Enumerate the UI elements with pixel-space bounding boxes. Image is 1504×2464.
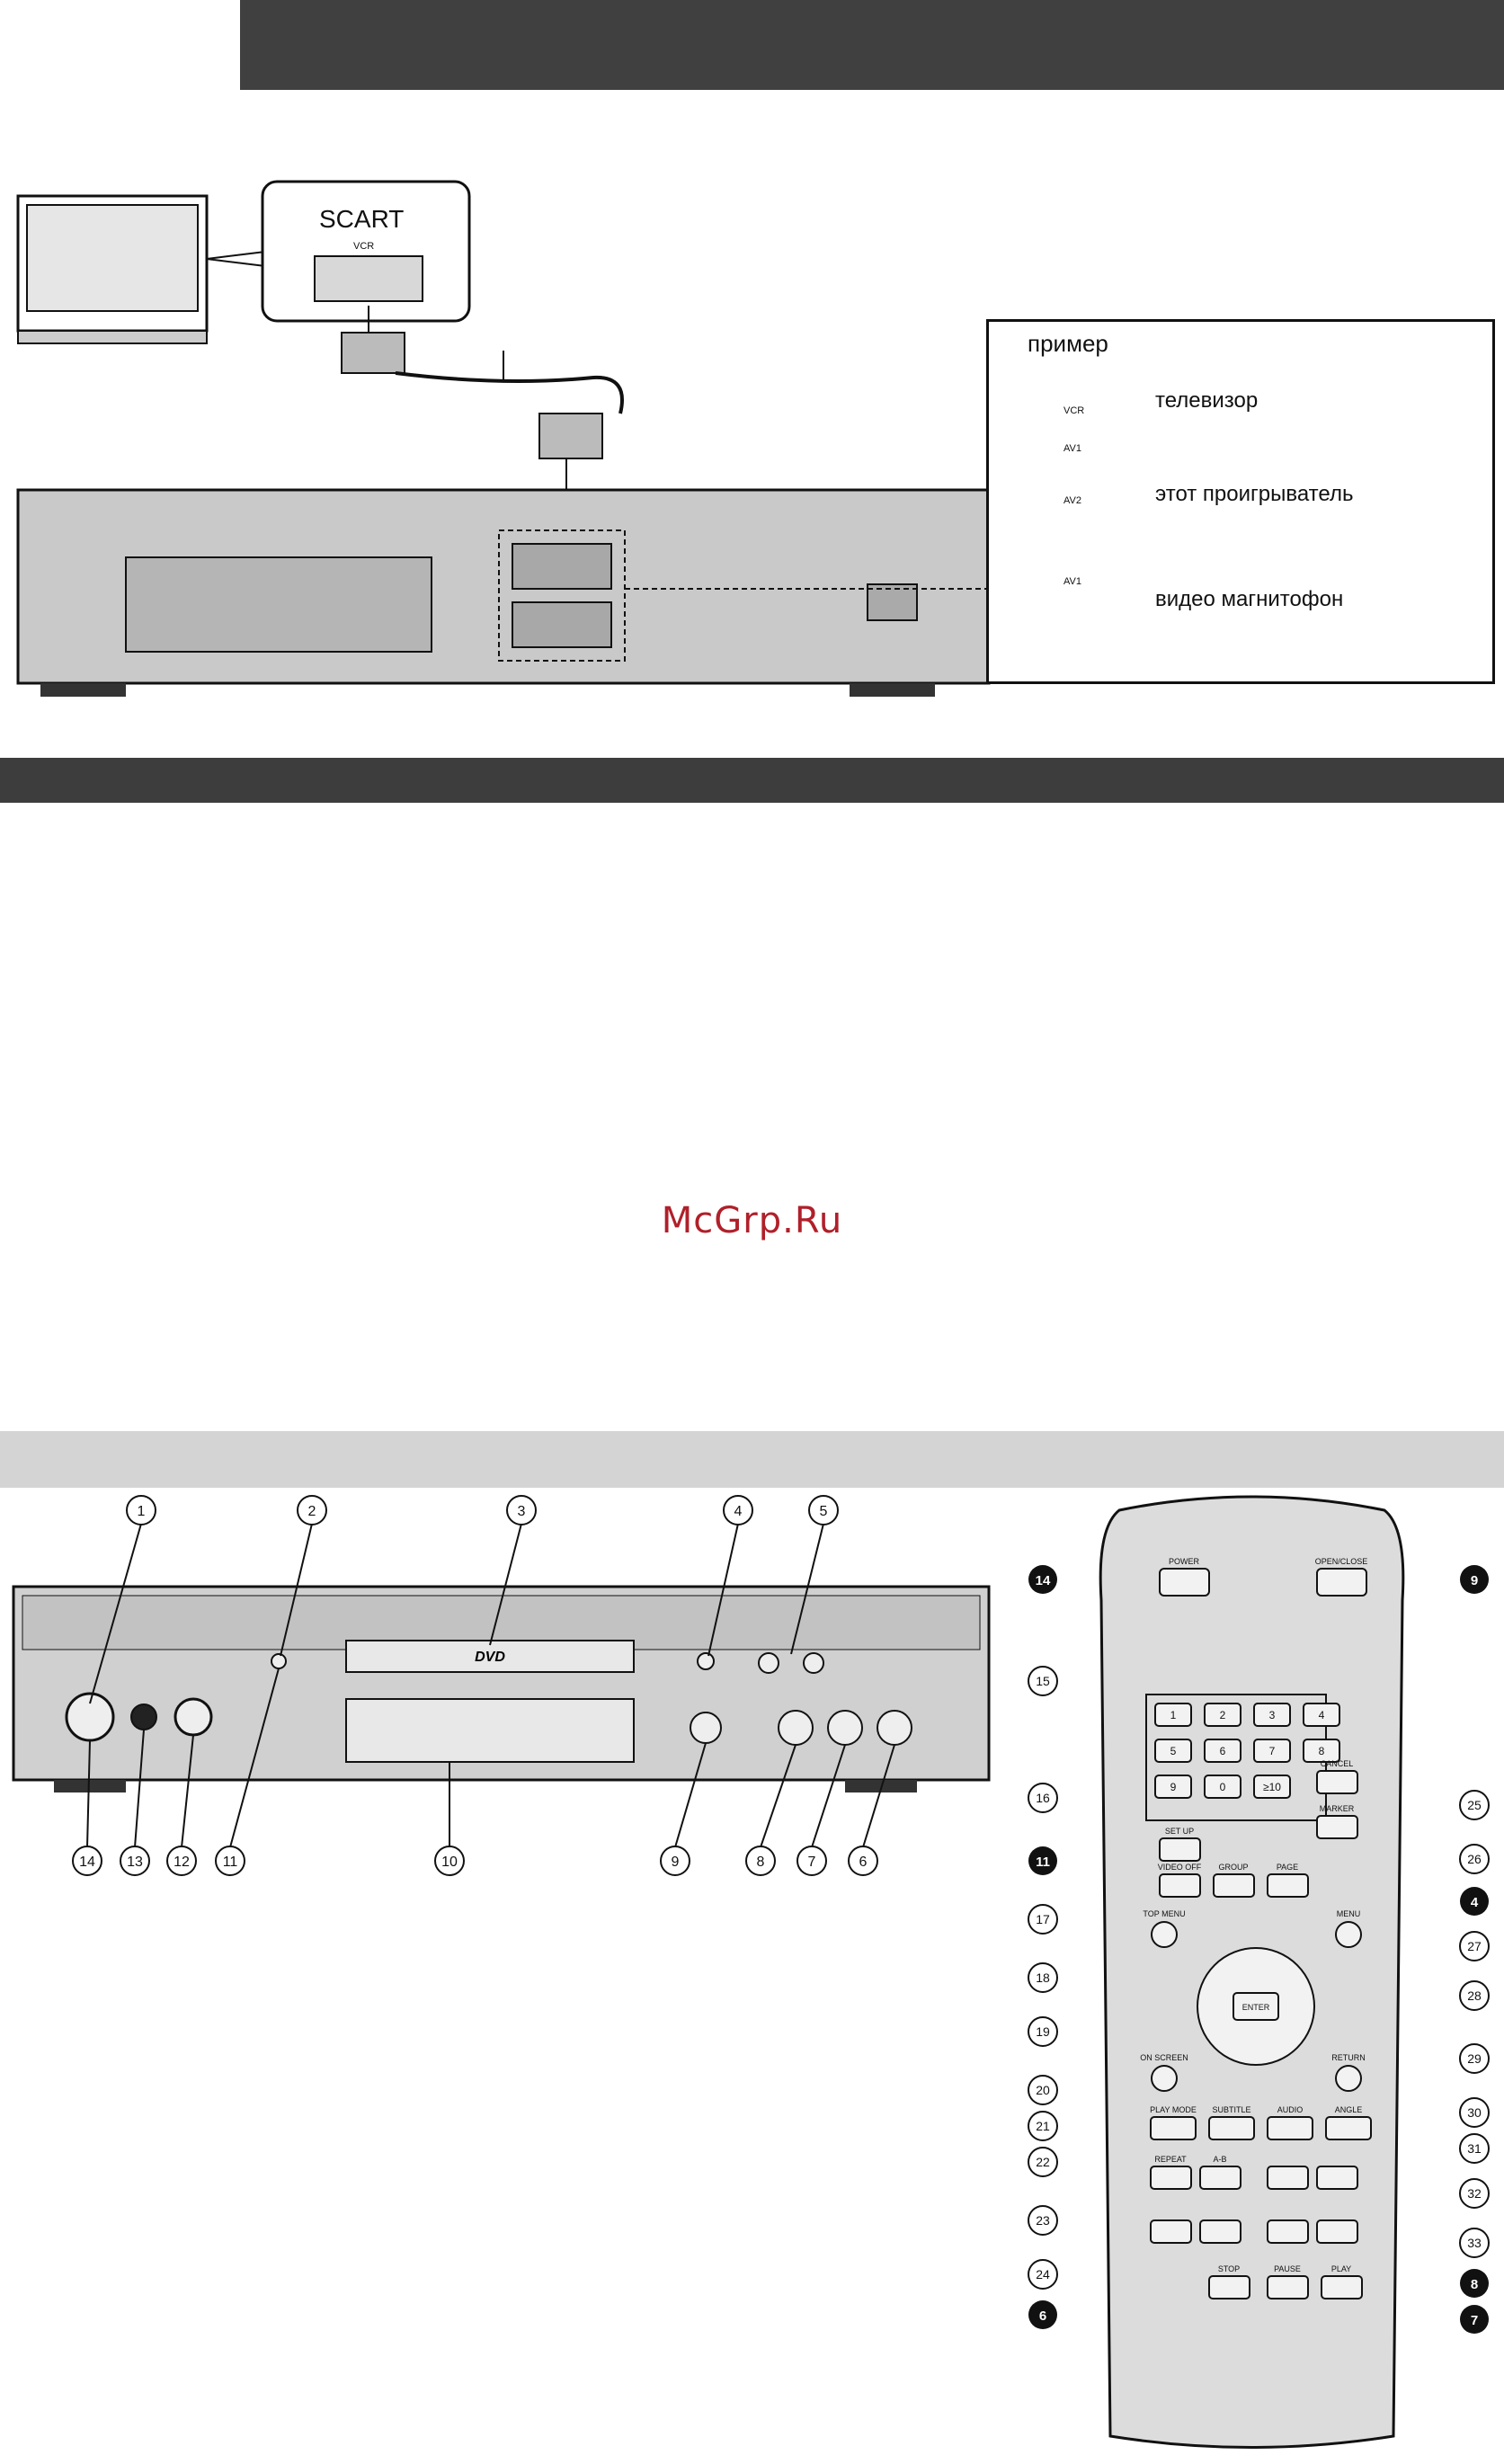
remote-callout-7: 7 [1471,2313,1478,2328]
subtitle-label: SUBTITLE [1212,2105,1250,2114]
front-panel-diagram: 1 2 3 4 5 14 13 12 11 10 9 8 7 6 DVD [12,1495,991,1876]
callout-5: 5 [820,1504,828,1519]
open-close-label: OPEN/CLOSE [1315,1557,1368,1566]
remote-callout-32: 32 [1467,2186,1482,2201]
remote-callout-11: 11 [1036,1855,1050,1870]
callout-3: 3 [518,1504,526,1519]
remote-callout-15: 15 [1036,1674,1050,1688]
key-5: 5 [1170,1745,1177,1757]
callout-7: 7 [808,1855,816,1870]
key-7: 7 [1269,1745,1276,1757]
key-0: 0 [1220,1781,1226,1793]
remote-callout-6: 6 [1039,2308,1046,2324]
remote-callout-19: 19 [1036,2024,1050,2039]
marker-label: MARKER [1320,1804,1355,1813]
dvd-logo: DVD [475,1650,505,1665]
legend-tv-socket: VCR [1063,405,1085,416]
legend-player-socket-1: AV1 [1063,443,1081,454]
controls-header-bar [0,1431,1504,1488]
remote-callout-21: 21 [1036,2119,1050,2133]
stop-label: STOP [1218,2264,1240,2273]
remote-callout-24: 24 [1036,2267,1050,2282]
callout-9: 9 [672,1855,680,1870]
audio-label: AUDIO [1277,2105,1304,2114]
play-mode-label: PLAY MODE [1150,2105,1197,2114]
callout-6: 6 [859,1855,868,1870]
section-bar [0,758,1504,803]
remote-callout-9: 9 [1471,1573,1478,1588]
key-2: 2 [1220,1709,1226,1721]
callout-10: 10 [441,1855,458,1870]
key-3: 3 [1269,1709,1276,1721]
remote-callout-25: 25 [1467,1798,1482,1812]
remote-callout-33: 33 [1467,2236,1482,2250]
key-10-plus: ≥10 [1263,1781,1281,1793]
top-menu-label: TOP MENU [1143,1909,1185,1918]
vcr-socket-label: VCR [353,241,375,252]
callout-2: 2 [308,1504,316,1519]
callout-12: 12 [174,1855,190,1870]
key-8: 8 [1319,1745,1325,1757]
remote-callout-28: 28 [1467,1988,1482,2003]
callout-4: 4 [734,1504,743,1519]
legend-vcr: видео магнитофон [1155,587,1344,611]
repeat-label: REPEAT [1154,2155,1187,2164]
remote-callout-22: 22 [1036,2155,1050,2169]
enter-label: ENTER [1242,2003,1270,2012]
group-label: GROUP [1218,1863,1248,1872]
cancel-label: CANCEL [1321,1759,1354,1768]
remote-control-diagram: 1 2 3 4 5 6 7 8 9 0 ≥10 POWER OPEN/CLOSE… [1028,1495,1490,2449]
play-label: PLAY [1331,2264,1351,2273]
callout-14: 14 [79,1855,95,1870]
remote-callout-17: 17 [1036,1912,1050,1926]
legend-tv: телевизор [1155,388,1259,413]
scart-label: SCART [319,205,405,233]
angle-label: ANGLE [1335,2105,1363,2114]
dvd-player-rear [16,488,991,697]
remote-callout-16: 16 [1036,1791,1050,1805]
callout-1: 1 [138,1504,146,1519]
legend-player: этот проигрыватель [1155,482,1354,506]
return-label: RETURN [1331,2053,1366,2062]
callout-13: 13 [127,1855,143,1870]
remote-callout-4: 4 [1471,1895,1479,1910]
power-label: POWER [1169,1557,1200,1566]
scart-connection-diagram [16,180,1138,697]
remote-callout-30: 30 [1467,2105,1482,2120]
callout-11: 11 [223,1855,238,1870]
remote-callout-26: 26 [1467,1852,1482,1866]
watermark: McGrp.Ru [661,1200,843,1241]
on-screen-label: ON SCREEN [1140,2053,1188,2062]
tv-illustration [16,194,209,344]
remote-callout-14: 14 [1036,1573,1051,1588]
key-4: 4 [1319,1709,1325,1721]
page-label: PAGE [1277,1863,1298,1872]
remote-callout-23: 23 [1036,2213,1050,2228]
remote-callout-31: 31 [1467,2141,1482,2156]
remote-callout-27: 27 [1467,1939,1482,1953]
legend-player-socket-2: AV2 [1063,495,1081,506]
callout-8: 8 [757,1855,765,1870]
remote-callout-20: 20 [1036,2083,1050,2097]
menu-label: MENU [1337,1909,1361,1918]
header-bar [240,0,1504,90]
remote-callout-18: 18 [1036,1970,1050,1985]
a-b-label: A-B [1213,2155,1226,2164]
remote-callout-29: 29 [1467,2051,1482,2066]
legend-vcr-socket: AV1 [1063,576,1081,587]
key-9: 9 [1170,1781,1177,1793]
key-6: 6 [1220,1745,1226,1757]
setup-label: SET UP [1165,1827,1194,1836]
remote-callout-8: 8 [1471,2277,1478,2292]
key-1: 1 [1170,1709,1177,1721]
legend-title: пример [1028,330,1108,357]
video-off-label: VIDEO OFF [1158,1863,1202,1872]
connection-legend [986,319,1495,684]
pause-label: PAUSE [1274,2264,1301,2273]
